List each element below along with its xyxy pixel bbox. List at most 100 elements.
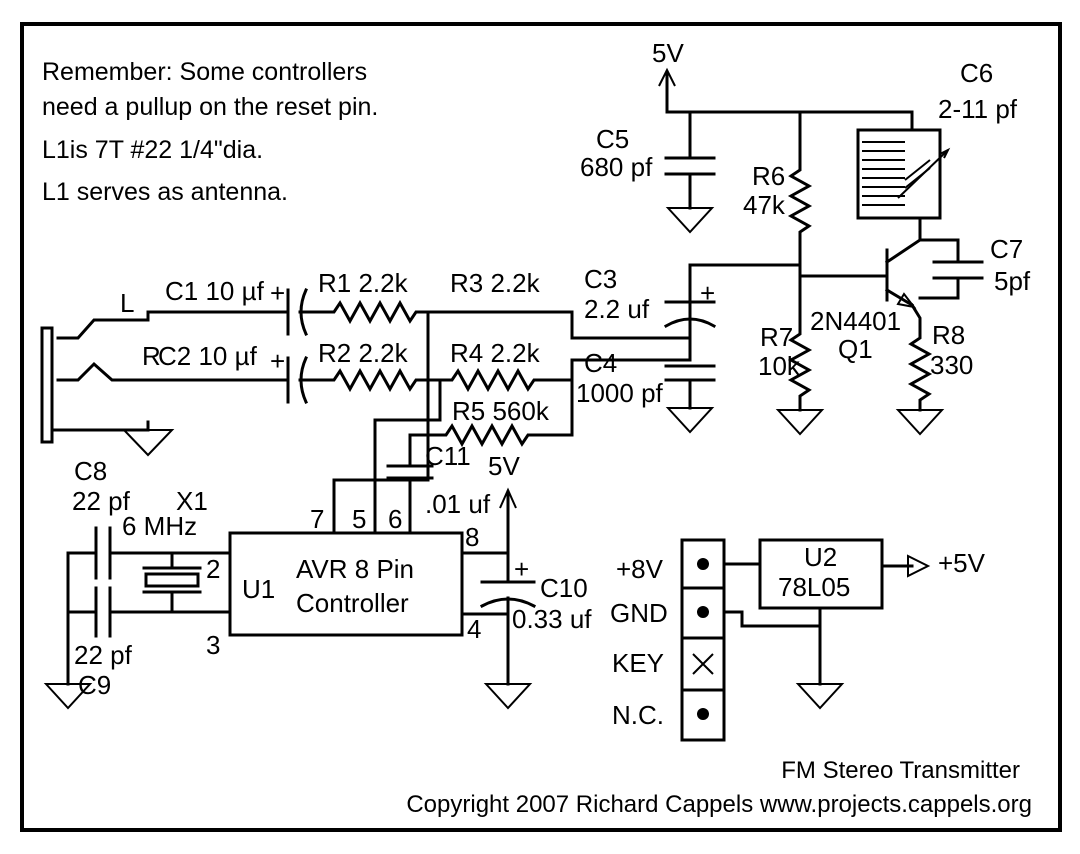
u1-pin-7: 7 (310, 504, 324, 534)
c6-name: C6 (960, 58, 993, 88)
regulator-output-arrow (907, 554, 931, 578)
u1-pin-8: 8 (465, 522, 479, 552)
transistor-q1 (798, 216, 960, 332)
c11-value: .01 uf (425, 489, 491, 519)
capacitor-c4 (570, 336, 716, 434)
x1-name: X1 (176, 486, 208, 516)
c11-name: C11 (425, 441, 471, 471)
u1-pin-3: 3 (206, 630, 220, 660)
capacitor-c9 (43, 586, 112, 710)
capacitor-c3 (570, 263, 802, 340)
resistor-r7 (775, 310, 825, 436)
c3-name: C3 (584, 264, 617, 294)
mcu-5v-label: 5V (488, 451, 520, 481)
u1-line-1: AVR 8 Pin (296, 554, 414, 584)
c2-label: C2 10 µf (158, 341, 258, 371)
c5-name: C5 (596, 124, 629, 154)
resistor-r6 (787, 110, 813, 314)
c7-value: 5pf (994, 266, 1031, 296)
u1-pin-5: 5 (352, 504, 366, 534)
capacitor-c8 (66, 526, 112, 614)
r7-value: 10k (758, 351, 801, 381)
header-pin-2-label: GND (610, 598, 668, 628)
note-line-3: L1is 7T #22 1/4"dia. (42, 136, 263, 164)
resistor-r2 (320, 367, 448, 393)
r6-name: R6 (752, 161, 785, 191)
resistor-r5 (408, 378, 574, 448)
c1-label: C1 10 µf (165, 276, 265, 306)
c8-name: C8 (74, 456, 107, 486)
r6-value: 47k (743, 190, 786, 220)
regulator-ground-wire (722, 606, 822, 628)
capacitor-c10 (460, 551, 537, 710)
note-line-2: need a pullup on the reset pin. (42, 93, 378, 121)
x1-value: 6 MHz (122, 511, 197, 541)
q1-part-label: 2N4401 (810, 306, 901, 336)
stereo-jack (40, 310, 290, 457)
u1-line-2: Controller (296, 588, 409, 618)
capacitor-c5 (664, 110, 716, 234)
c5-value: 680 pf (580, 152, 653, 182)
crystal-x1 (108, 551, 232, 614)
r1-label: R1 2.2k (318, 268, 409, 298)
diagram-frame (20, 22, 1062, 832)
c6-value: 2-11 pf (938, 94, 1018, 124)
header-pin-4-label: N.C. (612, 700, 664, 730)
note-line-4: L1 serves as antenna. (42, 178, 288, 206)
top-5v-rail (665, 70, 914, 132)
resistor-r8 (895, 328, 945, 436)
top-5v-arrow (658, 67, 676, 87)
r8-name: R8 (932, 320, 965, 350)
c9-name: C9 (78, 670, 111, 700)
jack-right-label: R (142, 341, 161, 371)
r5-label: R5 560k (452, 396, 550, 426)
capacitor-c2 (286, 356, 324, 404)
r2-label: R2 2.2k (318, 338, 409, 368)
c4-value: 1000 pf (576, 378, 664, 408)
header-pin-3-label: KEY (612, 648, 664, 678)
resistor-r4 (373, 358, 574, 535)
r3-label: R3 2.2k (450, 268, 541, 298)
r7-name: R7 (760, 322, 793, 352)
u1-pin-4: 4 (467, 614, 481, 644)
capacitor-c1 (286, 288, 324, 336)
c2-plus: + (270, 346, 285, 376)
q1-name-label: Q1 (838, 334, 873, 364)
diagram-title: FM Stereo Transmitter (781, 757, 1020, 784)
header-pin-1-label: +8V (616, 554, 664, 584)
u2-part: 78L05 (778, 572, 850, 602)
resistor-r3 (332, 310, 430, 535)
c8-value: 22 pf (72, 486, 131, 516)
c10-name: C10 (540, 573, 588, 603)
c9-value: 22 pf (74, 640, 133, 670)
c1-plus: + (270, 278, 285, 308)
capacitor-c7 (918, 260, 984, 300)
u1-pin-2: 2 (206, 554, 220, 584)
c3-value: 2.2 uf (584, 294, 650, 324)
c3-plus: + (700, 278, 715, 308)
c7-name: C7 (990, 234, 1023, 264)
power-header (680, 538, 726, 742)
copyright-line: Copyright 2007 Richard Cappels www.proje… (406, 791, 1032, 818)
jack-left-label: L (120, 288, 134, 318)
c10-plus: + (514, 554, 529, 584)
regulator-u2 (758, 538, 884, 610)
top-5v-label: 5V (652, 38, 684, 68)
r4-label: R4 2.2k (450, 338, 541, 368)
capacitor-c11 (386, 433, 434, 535)
note-line-1: Remember: Some controllers (42, 58, 367, 86)
trimmer-capacitor-c6 (897, 147, 951, 199)
controller-u1 (228, 531, 464, 637)
regulator-output-label: +5V (938, 548, 986, 578)
u1-pin-6: 6 (388, 504, 402, 534)
u1-ref: U1 (242, 574, 275, 604)
mcu-5v-arrow (499, 487, 517, 509)
u2-ref: U2 (804, 542, 837, 572)
r8-value: 330 (930, 350, 973, 380)
c10-value: 0.33 uf (512, 604, 592, 634)
regulator-ground-symbol (795, 683, 845, 710)
inductor-l1 (856, 128, 942, 220)
c4-name: C4 (584, 348, 617, 378)
resistor-r1 (320, 299, 574, 340)
